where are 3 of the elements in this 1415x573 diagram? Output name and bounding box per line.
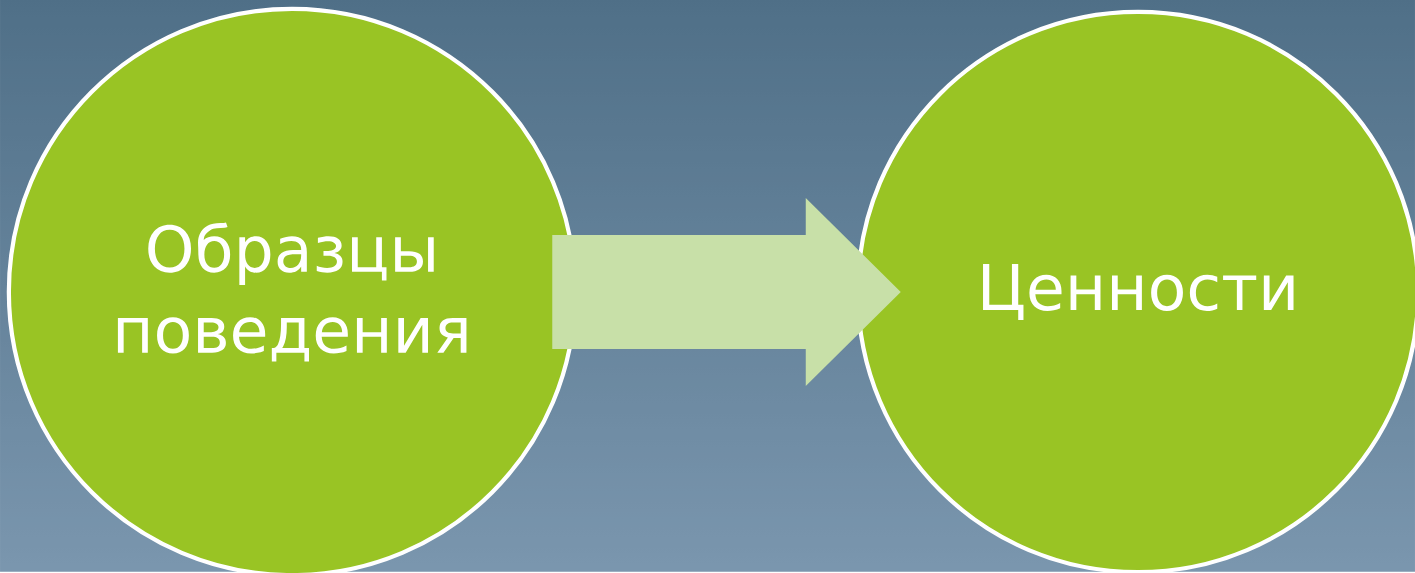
circle-node: Образцы поведения [6,6,578,573]
circle-node: Ценности [855,9,1415,573]
block-arrow [552,198,901,386]
